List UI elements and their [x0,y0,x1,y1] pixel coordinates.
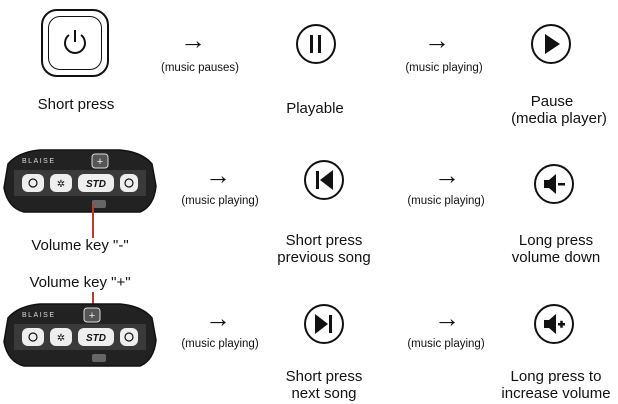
volume-up-icon-circle [534,304,574,344]
next-icon-circle [304,304,344,344]
arrow-1: → [180,25,206,55]
arrow-4: → [434,160,460,190]
next-track-icon [315,314,332,334]
volume-down-icon [544,174,565,194]
play-icon [545,34,560,54]
model-text: STD [86,179,106,190]
pause-icon-circle [296,24,336,64]
next-song-label: next song [291,385,357,402]
svg-text:+: + [89,310,95,322]
volume-down-label: volume down [511,249,601,266]
short-press-label: Short press [285,368,363,385]
previous-icon-circle [304,160,344,200]
model-text: STD [86,333,106,344]
play-icon-circle [531,24,571,64]
arrow-3: → [205,160,231,190]
pause-label: Pause [530,93,574,110]
volume-up-icon [544,314,565,334]
power-button-illustration [41,9,109,77]
svg-text:✲: ✲ [57,333,65,344]
long-press-to-label: Long press to [510,368,602,385]
volume-plus-label: Volume key "+" [29,274,131,291]
short-press-label: Short press [37,96,115,113]
music-playing-note: (music playing) [181,195,259,207]
increase-volume-label: increase volume [501,385,611,402]
short-press-label: Short press [285,232,363,249]
volume-minus-label: Volume key "-" [31,237,129,254]
headset-device-illustration: BLAISE + STD ✲ [3,303,157,367]
power-icon [64,30,86,54]
volume-down-icon-circle [534,164,574,204]
music-playing-note: (music playing) [181,338,259,350]
music-playing-note: (music playing) [405,62,483,74]
media-player-label: (media player) [511,110,607,127]
arrow-2: → [424,25,450,55]
pause-icon [310,35,321,53]
music-playing-note: (music playing) [407,195,485,207]
brand-text: BLAISE [22,158,56,165]
volume-minus-pointer [92,204,94,238]
svg-text:✲: ✲ [57,179,65,190]
music-pauses-note: (music pauses) [161,62,239,74]
long-press-label: Long press [518,232,594,249]
svg-text:+: + [97,156,103,168]
headset-device-illustration: BLAISE + STD ✲ [3,149,157,213]
arrow-6: → [434,303,460,333]
previous-song-label: previous song [277,249,371,266]
previous-track-icon [316,170,333,190]
music-playing-note: (music playing) [407,338,485,350]
arrow-5: → [205,303,231,333]
playable-label: Playable [286,100,344,117]
brand-text: BLAISE [22,312,56,319]
